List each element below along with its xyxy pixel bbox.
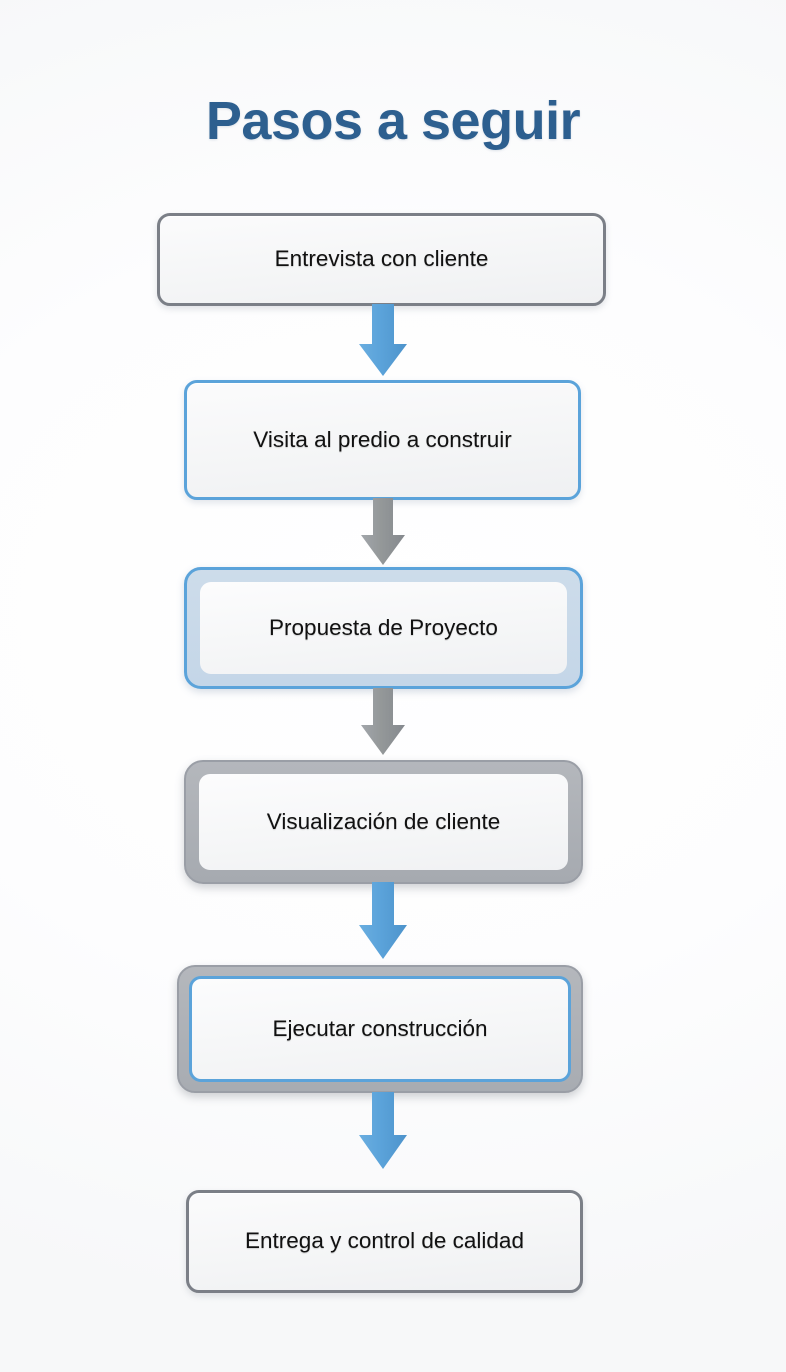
flow-node-step-4[interactable]: Visualización de cliente xyxy=(184,760,583,884)
flow-node-inner-panel: Ejecutar construcción xyxy=(189,976,571,1082)
flow-node-step-3[interactable]: Propuesta de Proyecto xyxy=(184,567,583,689)
flow-node-step-1[interactable]: Entrevista con cliente xyxy=(157,213,606,306)
connector-arrow-5 xyxy=(355,1092,411,1174)
flow-node-step-6[interactable]: Entrega y control de calidad xyxy=(186,1190,583,1293)
flow-node-label: Ejecutar construcción xyxy=(272,1015,488,1041)
connector-arrow-1 xyxy=(355,304,411,382)
page-title: Pasos a seguir xyxy=(205,91,581,151)
connector-arrow-2 xyxy=(358,498,408,570)
flow-node-label: Entrevista con cliente xyxy=(274,246,489,272)
flow-node-inner-panel: Visualización de cliente xyxy=(199,774,568,870)
flow-node-inner-panel: Propuesta de Proyecto xyxy=(200,582,567,674)
flow-node-label: Visita al predio a construir xyxy=(253,426,512,452)
flow-node-step-5[interactable]: Ejecutar construcción xyxy=(177,965,583,1093)
flow-node-label: Visualización de cliente xyxy=(266,808,501,834)
flow-node-label: Propuesta de Proyecto xyxy=(269,614,498,640)
flow-node-label: Entrega y control de calidad xyxy=(245,1228,524,1254)
connector-arrow-4 xyxy=(355,882,411,964)
flow-node-step-2[interactable]: Visita al predio a construir xyxy=(184,380,581,500)
connector-arrow-3 xyxy=(358,688,408,760)
